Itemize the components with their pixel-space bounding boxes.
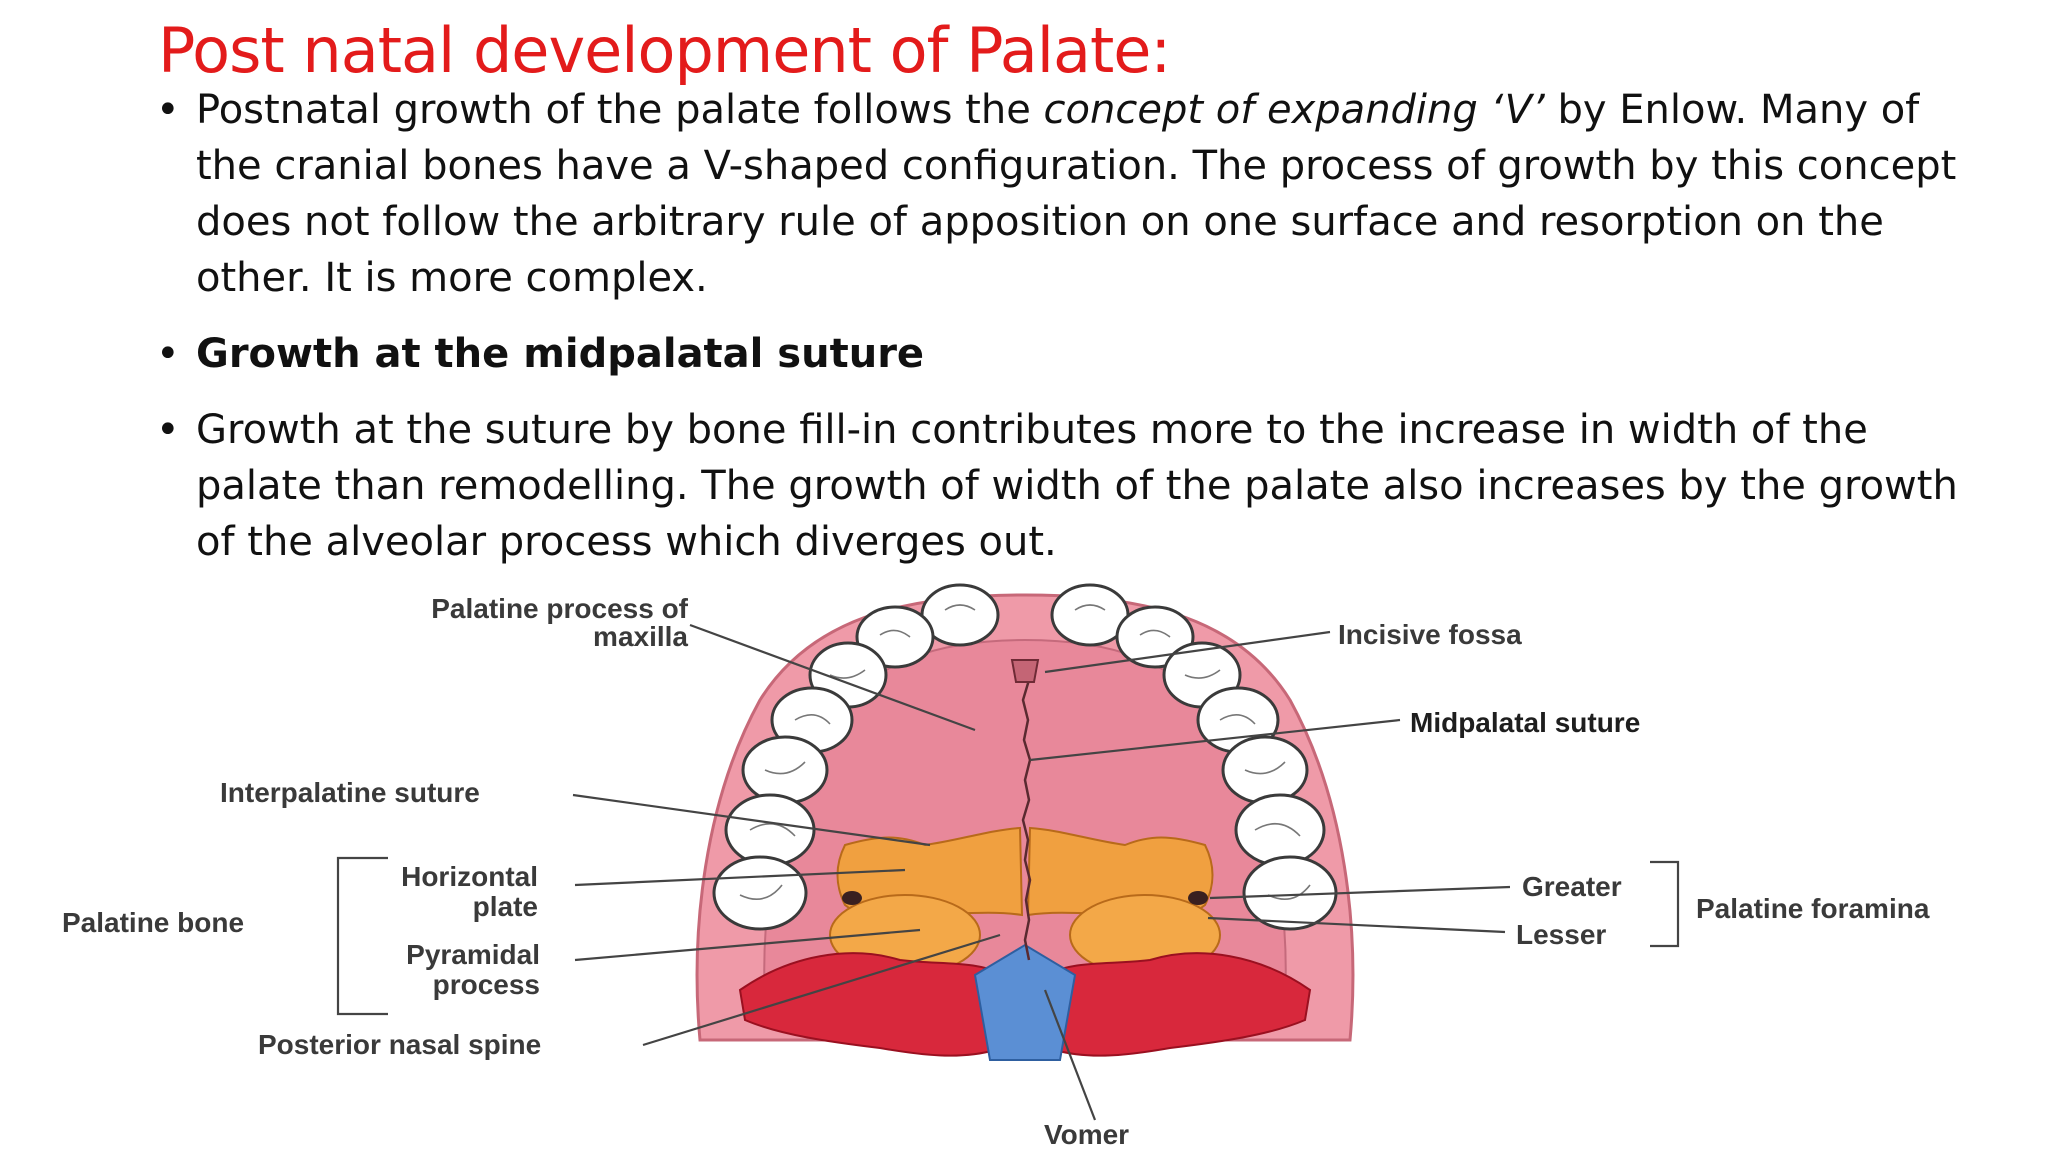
label-vomer: Vomer <box>1044 1119 1129 1150</box>
label-pyramidal-1: Pyramidal <box>406 939 540 970</box>
greater-foramen-right <box>1188 891 1208 905</box>
bullet3-text: Growth at the suture by bone fill-in con… <box>196 407 1958 565</box>
label-palatine-foramina: Palatine foramina <box>1696 893 1930 924</box>
label-pyramidal-2: process <box>433 969 540 1000</box>
horizontal-plate-right <box>1026 826 1214 917</box>
label-horizontal-2: plate <box>473 891 538 922</box>
bullet-expanding-v: Postnatal growth of the palate follows t… <box>150 82 1980 306</box>
label-greater: Greater <box>1522 871 1622 902</box>
greater-foramen-left <box>842 891 862 905</box>
teeth-left <box>712 583 1000 931</box>
bullet2-text: Growth at the midpalatal suture <box>196 331 925 377</box>
vomer <box>973 943 1077 1061</box>
incisive-fossa-mark <box>1010 659 1040 683</box>
bullet-midpalatal-heading: Growth at the midpalatal suture <box>150 326 1980 382</box>
bullet1-text-a: Postnatal growth of the palate follows t… <box>196 87 1044 133</box>
label-palatine-process-2: maxilla <box>593 621 688 652</box>
label-interpalatine-suture: Interpalatine suture <box>220 777 480 808</box>
label-lesser: Lesser <box>1516 919 1606 950</box>
palate-diagram: Palatine process of maxilla Incisive fos… <box>62 583 1930 1150</box>
bullet1-text-b: by Enlow. Many of the cranial bones have… <box>196 87 1957 301</box>
label-palatine-bone: Palatine bone <box>62 907 244 938</box>
bullet-suture-growth: Growth at the suture by bone fill-in con… <box>150 402 1980 570</box>
midpalatal-suture-line <box>1021 659 1032 961</box>
teeth-right <box>1050 583 1338 931</box>
label-posterior-nasal-spine: Posterior nasal spine <box>258 1029 541 1060</box>
bullet1-italic: concept of expanding ‘V’ <box>1043 87 1545 133</box>
bullet-list: Postnatal growth of the palate follows t… <box>150 82 1980 590</box>
slide-title: Post natal development of Palate: <box>158 14 1171 87</box>
leader-lines <box>336 623 1680 1121</box>
label-midpalatal-suture: Midpalatal suture <box>1410 707 1640 738</box>
label-palatine-process-1: Palatine process of <box>431 593 688 624</box>
label-horizontal-1: Horizontal <box>401 861 538 892</box>
label-incisive-fossa: Incisive fossa <box>1338 619 1522 650</box>
